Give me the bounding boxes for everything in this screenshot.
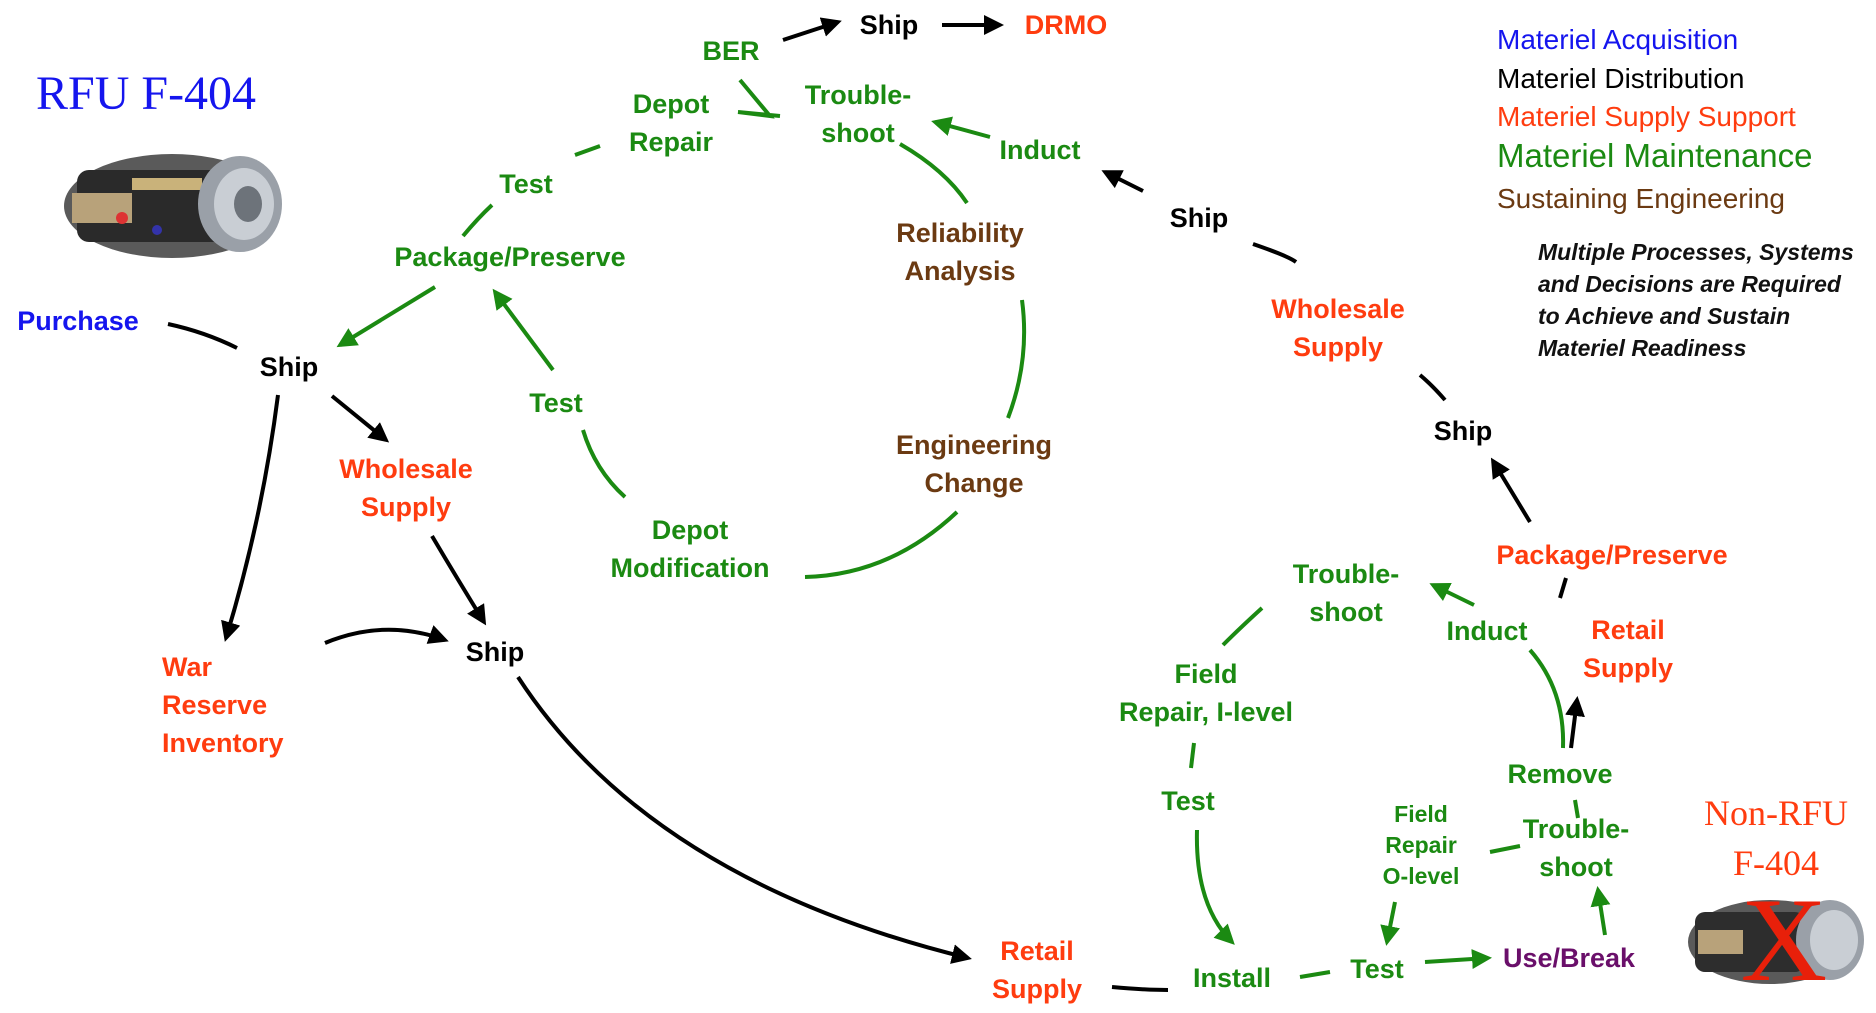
- test-to-use-break-arrow: [1424, 949, 1492, 969]
- ship-to-wholesale-arrow: [330, 394, 390, 443]
- ber-to-ship-arrow: [782, 17, 842, 42]
- node-package-preserve-field: Package/Preserve: [1496, 540, 1728, 570]
- node-ber: BER: [702, 36, 760, 66]
- wholesale-to-ship-line: [1252, 242, 1298, 264]
- node-purchase: Purchase: [17, 306, 139, 336]
- node-troubleshoot-olevel: Trouble- shoot: [1522, 814, 1630, 882]
- legend-supply-support: Materiel Supply Support: [1497, 101, 1796, 132]
- depot-mod-to-test-line: [581, 429, 627, 499]
- node-ship-top: Ship: [859, 10, 919, 40]
- node-retail-supply-bottom: Retail Supply: [991, 936, 1083, 1004]
- node-use-break: Use/Break: [1502, 943, 1636, 973]
- node-retail-supply-right: Retail Supply: [1582, 615, 1674, 683]
- reliability-to-engineering-line: [1006, 299, 1027, 419]
- legend-acquisition: Materiel Acquisition: [1497, 24, 1739, 55]
- remove-to-retail-arrow: [1565, 696, 1585, 749]
- retail-to-package-line: [1558, 577, 1568, 599]
- distribution-arrows: [167, 15, 1585, 992]
- ship-to-wholesale-line: [1418, 373, 1447, 402]
- node-troubleshoot-field: Trouble- shoot: [1292, 559, 1400, 627]
- wholesale-to-ship-center-arrow: [430, 534, 487, 626]
- legend-maintenance: Materiel Maintenance: [1497, 137, 1813, 174]
- ber-connector: [737, 78, 781, 119]
- ship-center-to-retail-arrow: [516, 675, 972, 964]
- test-to-install-arrow: [1194, 829, 1235, 945]
- node-war-reserve-inventory: War Reserve Inventory: [162, 652, 284, 758]
- purchase-to-ship-line: [167, 322, 238, 350]
- maintenance-arrows: [336, 78, 1611, 979]
- induct-to-troubleshoot-arrow: [931, 116, 991, 139]
- node-wholesale-supply-left: Wholesale Supply: [339, 454, 473, 522]
- node-field-repair-olevel: Field Repair O-level: [1382, 801, 1460, 889]
- node-ship-right-upper: Ship: [1169, 203, 1229, 233]
- node-engineering-change: Engineering Change: [895, 430, 1053, 498]
- node-test-bottom: Test: [1350, 954, 1404, 984]
- node-induct-depot: Induct: [999, 135, 1081, 165]
- rfu-title: RFU F-404: [36, 67, 257, 120]
- node-field-repair-ilevel: Field Repair, I-level: [1118, 659, 1294, 727]
- node-package-preserve-depot: Package/Preserve: [394, 242, 626, 272]
- non-rfu-engine-image: [1688, 900, 1864, 984]
- ship-to-war-reserve-arrow: [221, 394, 280, 642]
- legend-distribution: Materiel Distribution: [1497, 63, 1745, 94]
- install-to-test-line: [1299, 970, 1331, 979]
- node-drmo: DRMO: [1024, 10, 1108, 40]
- legend-sustaining-engineering: Sustaining Engineering: [1497, 183, 1785, 214]
- node-wholesale-supply-right: Wholesale Supply: [1271, 294, 1405, 362]
- node-induct-field: Induct: [1446, 616, 1528, 646]
- field-repair-to-test-line: [1189, 742, 1196, 769]
- olevel-to-troubleshoot-line: [1489, 844, 1521, 854]
- troubleshoot-to-reliability-line: [898, 142, 969, 205]
- node-test-lower: Test: [529, 388, 583, 418]
- retail-to-install-line: [1111, 985, 1169, 992]
- induct-to-troubleshoot-field-arrow: [1429, 583, 1475, 607]
- troubleshoot-to-field-repair-line: [1221, 606, 1264, 647]
- use-break-to-troubleshoot-arrow: [1590, 886, 1611, 936]
- node-test-upper: Test: [499, 169, 553, 199]
- package-to-ship-arrow: [336, 285, 437, 348]
- package-to-ship-arrow: [1490, 457, 1532, 524]
- node-depot-modification: Depot Modification: [610, 515, 770, 583]
- node-install: Install: [1192, 963, 1272, 993]
- x-mark: X: [1740, 873, 1828, 1006]
- test-to-depot-repair-line: [574, 144, 601, 157]
- remove-to-induct-line: [1528, 648, 1566, 749]
- readiness-note: Multiple Processes, Systems and Decision…: [1538, 239, 1854, 361]
- remove-to-troubleshoot-line: [1573, 799, 1580, 819]
- node-reliability-analysis: Reliability Analysis: [896, 218, 1024, 286]
- node-remove: Remove: [1507, 759, 1613, 789]
- node-troubleshoot-depot: Trouble- shoot: [804, 80, 912, 148]
- rfu-engine-image: [64, 154, 282, 258]
- node-test-field: Test: [1161, 786, 1215, 816]
- non-rfu-title: Non-RFU F-404: [1703, 793, 1849, 883]
- node-ship-right-mid: Ship: [1433, 416, 1493, 446]
- war-reserve-to-ship-arrow: [324, 625, 449, 645]
- ship-to-induct-arrow: [1101, 170, 1144, 193]
- test-to-package-arrow: [492, 288, 555, 372]
- node-ship-left: Ship: [259, 352, 319, 382]
- node-depot-repair: Depot Repair: [628, 89, 714, 157]
- olevel-to-test-arrow: [1380, 901, 1400, 946]
- node-ship-center: Ship: [465, 637, 525, 667]
- engineering-to-depot-mod-line: [804, 510, 959, 579]
- package-to-test-line: [461, 203, 494, 238]
